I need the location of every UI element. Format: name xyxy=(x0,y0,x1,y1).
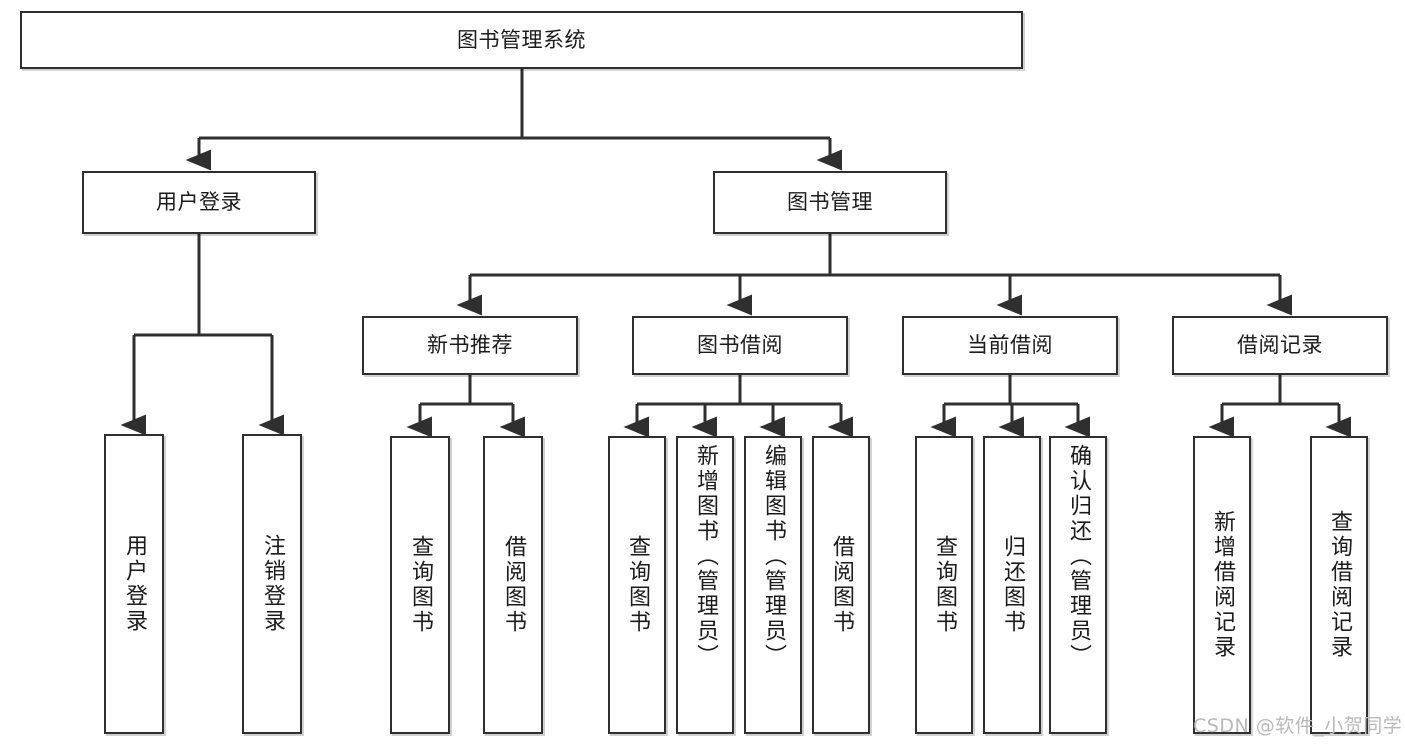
node-leaf-logout[interactable]: 注销登录 xyxy=(242,434,302,734)
node-leaf-query-book-1-label: 查询图书 xyxy=(408,535,433,635)
node-leaf-add-record-label: 新增借阅记录 xyxy=(1210,510,1235,660)
node-leaf-query-record-label: 查询借阅记录 xyxy=(1327,510,1352,660)
node-book-borrow[interactable]: 图书借阅 xyxy=(632,316,848,375)
node-leaf-add-record[interactable]: 新增借阅记录 xyxy=(1193,436,1251,734)
node-root[interactable]: 图书管理系统 xyxy=(20,11,1023,69)
node-leaf-add-book-label: 新增图书（管理员） xyxy=(693,444,718,669)
node-book-manage[interactable]: 图书管理 xyxy=(713,171,947,234)
node-book-borrow-label: 图书借阅 xyxy=(697,333,783,358)
node-borrow-record[interactable]: 借阅记录 xyxy=(1172,316,1388,375)
node-leaf-query-book-2-label: 查询图书 xyxy=(625,535,650,635)
node-leaf-query-record[interactable]: 查询借阅记录 xyxy=(1310,436,1368,734)
node-leaf-logout-label: 注销登录 xyxy=(260,534,285,634)
node-leaf-add-book[interactable]: 新增图书（管理员） xyxy=(676,436,734,734)
node-leaf-return-book[interactable]: 归还图书 xyxy=(983,436,1041,734)
node-leaf-borrow-book-1[interactable]: 借阅图书 xyxy=(483,436,543,734)
node-leaf-edit-book-label: 编辑图书（管理员） xyxy=(761,444,786,669)
node-leaf-query-book-3-label: 查询图书 xyxy=(932,535,957,635)
node-current-borrow-label: 当前借阅 xyxy=(967,333,1053,358)
node-leaf-edit-book[interactable]: 编辑图书（管理员） xyxy=(744,436,802,734)
node-leaf-confirm-return[interactable]: 确认归还（管理员） xyxy=(1049,436,1107,734)
node-leaf-return-book-label: 归还图书 xyxy=(1000,535,1025,635)
node-user-login-label: 用户登录 xyxy=(156,190,242,215)
node-root-label: 图书管理系统 xyxy=(457,27,586,52)
node-current-borrow[interactable]: 当前借阅 xyxy=(902,316,1118,375)
node-leaf-borrow-book-2[interactable]: 借阅图书 xyxy=(812,436,870,734)
node-leaf-query-book-1[interactable]: 查询图书 xyxy=(390,436,450,734)
node-leaf-borrow-book-1-label: 借阅图书 xyxy=(501,535,526,635)
node-book-manage-label: 图书管理 xyxy=(787,190,873,215)
node-leaf-confirm-return-label: 确认归还（管理员） xyxy=(1066,444,1091,669)
node-new-book-rec-label: 新书推荐 xyxy=(427,333,513,358)
node-leaf-user-login-label: 用户登录 xyxy=(122,534,147,634)
node-leaf-user-login[interactable]: 用户登录 xyxy=(104,434,164,734)
node-user-login[interactable]: 用户登录 xyxy=(82,171,316,234)
node-new-book-rec[interactable]: 新书推荐 xyxy=(362,316,578,375)
node-leaf-borrow-book-2-label: 借阅图书 xyxy=(829,535,854,635)
node-leaf-query-book-3[interactable]: 查询图书 xyxy=(915,436,973,734)
node-leaf-query-book-2[interactable]: 查询图书 xyxy=(608,436,666,734)
node-borrow-record-label: 借阅记录 xyxy=(1237,333,1323,358)
